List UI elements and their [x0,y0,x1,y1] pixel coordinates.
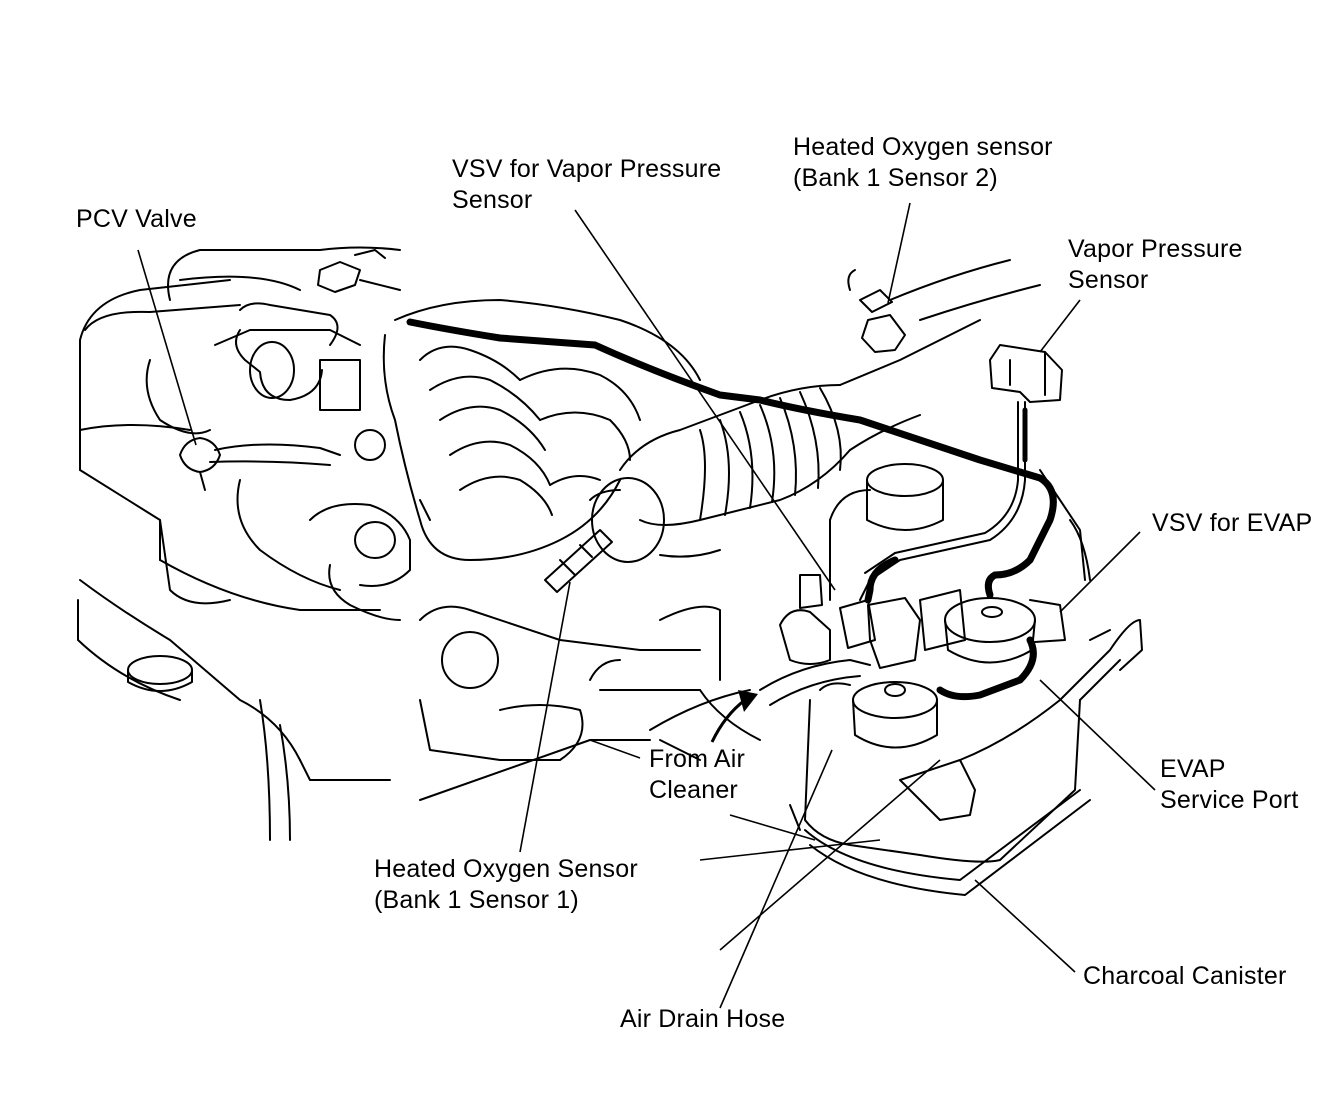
label-pcv-valve: PCV Valve [76,205,197,233]
vsv-vapor-pressure [779,574,921,669]
air-flow-arrow [710,690,758,743]
o2-sensor-1 [544,529,613,593]
vapor-hoses [406,318,1057,701]
label-vsv-for-evap: VSV for EVAP [1152,509,1313,537]
label-charcoal-canister: Charcoal Canister [1083,962,1287,990]
oil-cap [127,655,291,841]
label-from-air-cleaner: From Air Cleaner [649,745,746,804]
charcoal-canister [789,619,1143,896]
label-evap-service-port: EVAP Service Port [1160,755,1299,814]
label-heated-o2-bank1-sensor1: Heated Oxygen Sensor (Bank 1 Sensor 1) [374,855,638,914]
vapor-pressure-sensor [859,344,1063,601]
intake-manifold [235,299,701,621]
label-vapor-pressure-sensor: Vapor Pressure Sensor [1068,235,1243,294]
vsv-evap [919,589,1066,664]
label-vsv-vapor-pressure-sensor: VSV for Vapor Pressure Sensor [452,155,722,214]
label-heated-o2-bank1-sensor2: Heated Oxygen sensor (Bank 1 Sensor 2) [793,133,1053,192]
reservoir [829,259,1091,601]
label-air-drain-hose: Air Drain Hose [620,1005,786,1033]
leader-lines [137,202,1156,1009]
engine-block [77,246,401,781]
pcv-hardware [179,249,401,491]
o2-sensor-2 [847,269,906,353]
